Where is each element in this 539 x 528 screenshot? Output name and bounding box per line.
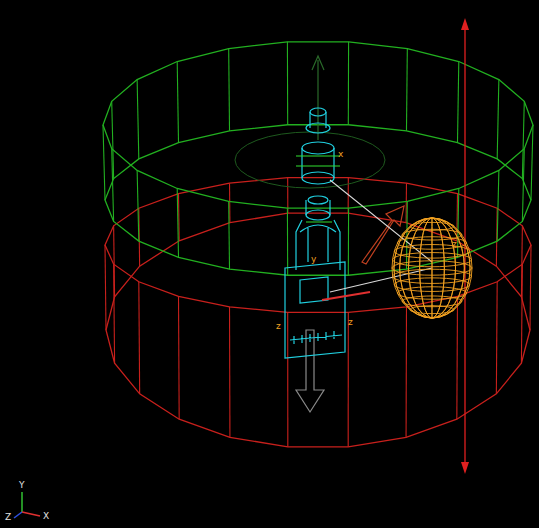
parallel — [392, 261, 472, 275]
cylinder-rim — [302, 142, 334, 154]
ghost-arc — [235, 132, 385, 188]
band-rim — [105, 125, 531, 275]
parallel — [402, 296, 462, 307]
marker — [296, 156, 340, 222]
meridian — [408, 218, 455, 318]
meridian — [394, 218, 470, 318]
band-rib — [177, 188, 178, 257]
red-band — [105, 178, 531, 447]
green-band — [103, 42, 533, 275]
arrow-shaft — [464, 22, 465, 470]
band-rib — [287, 42, 288, 125]
band-rim — [106, 213, 530, 447]
axis-label: x — [338, 150, 343, 159]
band-rim — [103, 42, 533, 208]
parallel — [393, 253, 472, 267]
band-rib — [348, 42, 349, 125]
band-rib — [105, 245, 106, 330]
arrow-head — [461, 18, 469, 30]
band-rib — [177, 62, 178, 143]
cylinder-rim — [310, 108, 326, 116]
meridian — [400, 218, 465, 318]
axis-label: y — [311, 255, 316, 264]
parallel — [394, 245, 469, 259]
parallel — [397, 287, 466, 299]
band-rib — [348, 312, 349, 446]
band-rib — [178, 296, 180, 419]
band-rib — [531, 125, 533, 200]
band-rib — [497, 80, 499, 159]
band-rib — [522, 101, 524, 178]
axis-label: Y — [19, 481, 25, 490]
axis-label: z — [348, 318, 353, 327]
band-rib — [496, 282, 498, 394]
red-marker — [322, 292, 370, 300]
meridian — [408, 218, 455, 318]
arrow-head — [461, 462, 469, 474]
band-rib — [112, 101, 114, 178]
axis-label: X — [43, 512, 49, 521]
scale — [290, 331, 342, 344]
parallel — [410, 306, 454, 314]
band-rib — [228, 49, 230, 131]
band-rib — [348, 208, 349, 275]
meridian — [420, 218, 445, 318]
x-axis — [22, 512, 40, 516]
cylinder-rim — [302, 172, 334, 184]
cylinder-side — [302, 112, 334, 215]
band-rib — [456, 296, 458, 419]
tether — [330, 180, 432, 292]
band-rib — [406, 49, 408, 131]
gravity-arrow — [296, 330, 324, 412]
cylinder-rim — [308, 196, 328, 204]
yoke — [296, 220, 340, 270]
axis-label: z — [276, 322, 281, 331]
parallel — [397, 237, 466, 249]
meridian — [400, 218, 465, 318]
plate — [285, 262, 345, 358]
cylinder-rim — [306, 210, 330, 220]
band-rib — [228, 201, 230, 269]
band-rib — [137, 80, 139, 159]
axis-label: z — [452, 240, 457, 249]
meridian — [394, 218, 470, 318]
parallel — [394, 278, 469, 292]
band-rib — [457, 62, 458, 143]
band-rib — [521, 226, 523, 297]
meridian — [420, 218, 445, 318]
ghost-arrows — [235, 56, 404, 412]
parallel — [393, 269, 472, 283]
band-rib — [287, 312, 288, 446]
mechanism — [285, 108, 345, 358]
band-rib — [137, 170, 139, 241]
ghost-arrow — [312, 56, 324, 140]
band-rib — [406, 307, 408, 437]
band-rib — [103, 125, 105, 200]
axis-label: Z — [5, 513, 11, 522]
axis-triad — [14, 492, 40, 518]
band-rib — [497, 170, 499, 241]
band-rib — [530, 245, 531, 330]
sphere — [392, 218, 472, 318]
meridian — [432, 218, 433, 318]
band-rib — [287, 208, 288, 275]
band-rib — [113, 226, 115, 297]
sphere-outline — [392, 218, 472, 318]
z-axis — [14, 512, 22, 518]
band-rib — [229, 307, 231, 437]
band-rib — [138, 282, 140, 394]
y-axis — [21, 492, 23, 512]
